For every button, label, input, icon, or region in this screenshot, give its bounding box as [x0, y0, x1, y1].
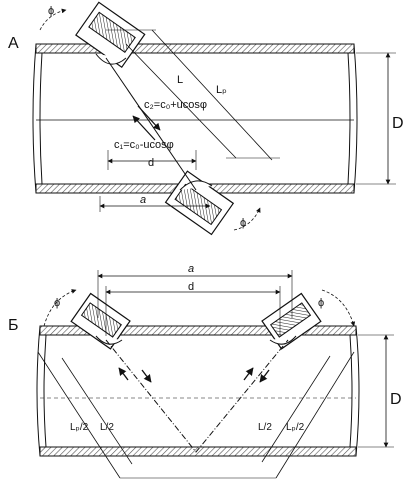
label-L2-left: L/2 — [100, 422, 114, 433]
dim-Lp2-right — [275, 351, 355, 479]
phi-arc-a-top — [39, 8, 67, 31]
label-Lp: Lₚ — [216, 84, 227, 96]
flow-arrow-b2 — [141, 369, 152, 383]
panel-b: Б a d ϕ ϕ D Lₚ/2 L/2 L/2 Lₚ/2 — [8, 263, 402, 479]
flow-arrow-c2 — [137, 105, 161, 131]
dim-L2-left — [61, 357, 133, 465]
phi-arc-a-bottom — [233, 207, 261, 231]
panel-b-label: Б — [8, 317, 19, 334]
dim-Lp2-left — [37, 351, 121, 479]
phi-arc-b-left — [43, 289, 77, 327]
acoustic-path-b — [105, 339, 289, 453]
phi-arc-b-right — [321, 289, 356, 327]
label-Lp2-left: Lₚ/2 — [70, 422, 89, 433]
label-a-b: a — [188, 263, 194, 275]
pipe-a-right-end — [347, 43, 358, 194]
pipe-b-left-end — [36, 325, 47, 457]
flow-arrow-c1 — [132, 115, 156, 141]
pipe-b-right-end — [349, 325, 360, 457]
transducer-b-right-face — [269, 335, 297, 345]
flow-arrow-b1 — [118, 367, 129, 381]
label-d-b: d — [188, 281, 194, 293]
flow-arrow-b3 — [243, 367, 254, 381]
phi-label-a-bottom: ϕ — [240, 217, 246, 229]
label-d-a: d — [148, 157, 154, 169]
transducer-b-right — [261, 292, 322, 350]
phi-label-b-left: ϕ — [54, 297, 60, 309]
label-c1: c₁=c₀-ucosφ — [114, 139, 174, 151]
panel-a: А ϕ ϕ L Lₚ D c₂=c₀+ucosφ c₁=c₀-ucosφ d a — [8, 1, 404, 236]
transducer-a-top — [75, 1, 146, 69]
label-D-a: D — [392, 115, 404, 132]
transducer-b-left — [70, 292, 131, 350]
label-L2-right: L/2 — [258, 422, 272, 433]
dim-L2-right — [261, 355, 331, 463]
transducer-b-left-face — [95, 335, 123, 345]
label-Lp2-right: Lₚ/2 — [286, 422, 305, 433]
dim-Lp-line — [151, 29, 273, 161]
acoustic-path-a — [105, 57, 197, 191]
panel-a-label: А — [8, 35, 19, 52]
flow-arrow-b4 — [259, 369, 270, 383]
label-D-b: D — [390, 391, 402, 408]
pipe-b-bottom-wall — [39, 446, 357, 457]
phi-label-b-right: ϕ — [318, 297, 324, 309]
label-L: L — [177, 74, 183, 86]
phi-label-a-top: ϕ — [48, 5, 54, 17]
label-a-a: a — [140, 194, 146, 206]
pipe-a-left-end — [32, 43, 43, 194]
transducer-a-bottom-face — [179, 180, 213, 191]
pipe-a-top-wall — [35, 43, 355, 54]
label-c2: c₂=c₀+ucosφ — [144, 99, 207, 111]
dim-L-line — [125, 43, 237, 159]
